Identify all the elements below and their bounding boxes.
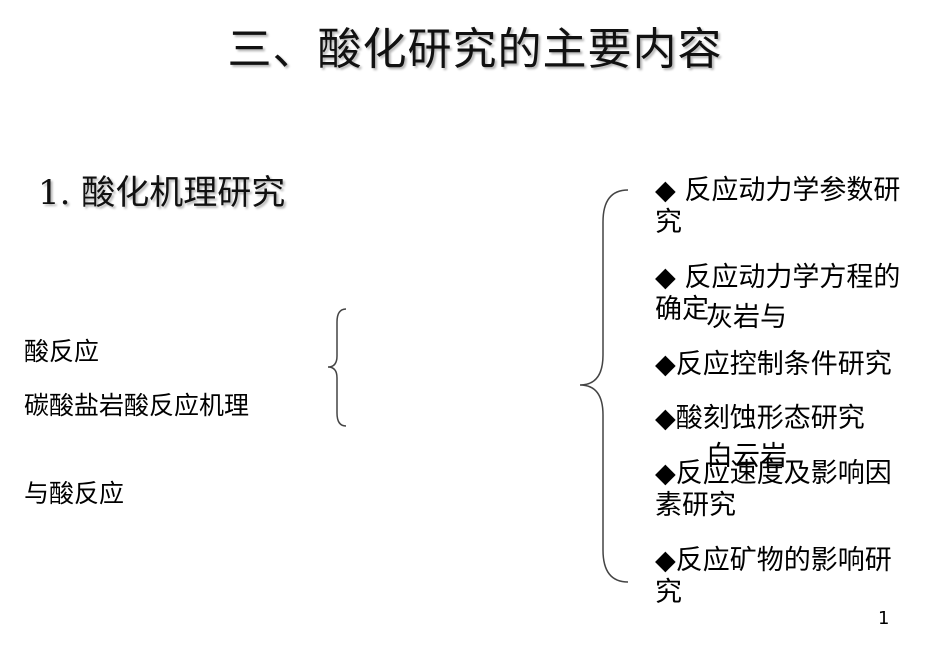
bullet-etching-morphology: ◆酸刻蚀形态研究 [655,403,865,434]
bullet-mineral-influence: ◆反应矿物的影响研究 [655,545,892,608]
left-item-acid-reaction: 酸反应 [24,337,100,366]
left-item-with-acid-reaction: 与酸反应 [24,479,125,508]
bullet-kinetic-parameters: ◆ 反应动力学参数研究 [655,175,901,238]
slide-title: 三、酸化研究的主要内容 [227,24,723,75]
bullet-control-conditions: ◆反应控制条件研究 [655,349,892,380]
page-number: 1 [878,608,890,629]
section-heading: 1. 酸化机理研究 [38,173,286,213]
bullet-kinetic-equation: ◆ 反应动力学方程的确定 [655,262,901,325]
left-item-carbonate-mechanism: 碳酸盐岩酸反应机理 [24,391,250,420]
overlay-limestone: 灰岩与 [706,302,787,333]
overlay-dolomite: 白云岩 [706,441,787,472]
bullet-reaction-rate-factors: ◆反应速度及影响因素研究 [655,458,892,521]
